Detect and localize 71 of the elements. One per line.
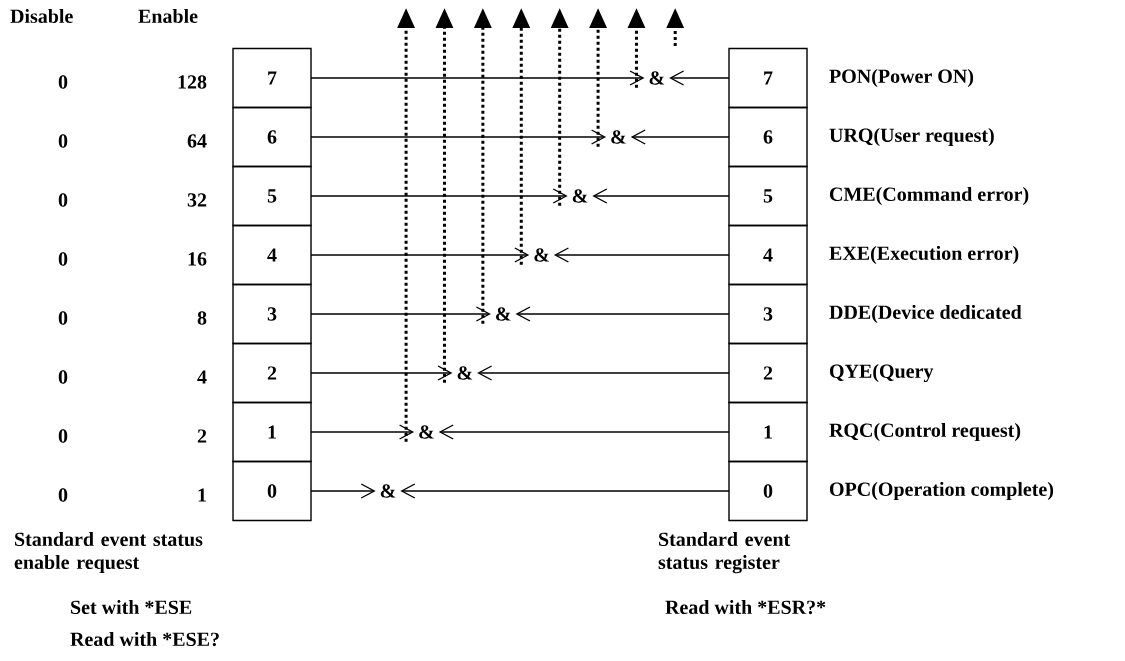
and-gate-symbol: &: [419, 425, 434, 439]
command-note: Set with *ESE: [71, 600, 192, 615]
arrow: [630, 129, 730, 145]
arrow: [553, 247, 730, 263]
arrow: [515, 306, 730, 322]
arrow: [477, 365, 730, 381]
arrow: [310, 188, 568, 204]
bit-description: RQC(Control request): [829, 422, 1021, 442]
bit-description: URQ(User request): [829, 127, 994, 147]
register-cell: 3: [728, 283, 808, 345]
arrow: [592, 188, 730, 204]
bit-value: 0: [58, 370, 68, 384]
register-cell: 4: [232, 224, 312, 286]
register-cell: 7: [728, 47, 808, 109]
and-gate-symbol: &: [534, 248, 549, 262]
register-cell: 2: [232, 342, 312, 404]
arrow: [310, 70, 645, 86]
arrow: [310, 129, 607, 145]
arrow: [438, 424, 730, 440]
and-gate-symbol: &: [380, 484, 396, 498]
bit-description: OPC(Operation complete): [830, 481, 1054, 501]
command-note: Read with *ESR?*: [665, 600, 826, 615]
register-cell: 0: [232, 460, 312, 522]
and-gate-symbol: &: [572, 189, 588, 203]
arrow: [310, 365, 453, 381]
register-caption: Standard event status enable request: [14, 532, 203, 574]
bit-description: CME(Command error): [830, 186, 1029, 206]
column-header: Disable: [10, 8, 73, 24]
bit-value: 128: [178, 75, 207, 89]
bit-value: 4: [197, 370, 207, 384]
bit-description: DDE(Device dedicated: [829, 304, 1022, 324]
arrow: [310, 306, 491, 322]
bit-value: 64: [187, 134, 207, 148]
command-note: Read with *ESE?: [70, 632, 219, 647]
arrow: [310, 247, 530, 263]
register-cell: 3: [232, 283, 312, 345]
bit-value: 0: [58, 429, 68, 443]
bit-description: EXE(Execution error): [829, 245, 1019, 265]
column-header: Enable: [138, 8, 198, 24]
bit-value: 0: [58, 488, 68, 502]
register-cell: 7: [232, 47, 312, 109]
arrow: [310, 483, 376, 499]
bit-description: QYE(Query: [830, 363, 934, 383]
arrow: [310, 424, 415, 440]
register-cell: 6: [232, 106, 312, 168]
register-caption: Standard event status register: [658, 532, 791, 574]
bit-value: 0: [58, 75, 68, 89]
bit-value: 8: [197, 311, 207, 325]
register-cell: 4: [728, 224, 808, 286]
register-cell: 2: [728, 342, 808, 404]
bit-value: 32: [187, 193, 207, 207]
bit-value: 2: [197, 429, 207, 443]
arrow: [400, 483, 730, 499]
bit-value: 16: [188, 252, 207, 266]
register-cell: 0: [728, 460, 808, 522]
and-gate-symbol: &: [457, 366, 473, 380]
register-cell: 1: [232, 401, 312, 463]
register-cell: 6: [728, 106, 808, 168]
bit-value: 0: [58, 252, 68, 266]
register-cell: 5: [232, 165, 312, 227]
bit-description: PON(Power ON): [829, 68, 974, 88]
bit-value: 0: [58, 193, 68, 207]
bit-value: 0: [58, 311, 68, 325]
register-cell: 5: [728, 165, 808, 227]
and-gate-symbol: &: [649, 71, 665, 85]
and-gate-symbol: &: [496, 307, 511, 321]
bit-value: 1: [198, 488, 206, 502]
register-cell: 1: [728, 401, 808, 463]
and-gate-symbol: &: [611, 130, 626, 144]
bit-value: 0: [58, 134, 68, 148]
arrow: [669, 70, 730, 86]
